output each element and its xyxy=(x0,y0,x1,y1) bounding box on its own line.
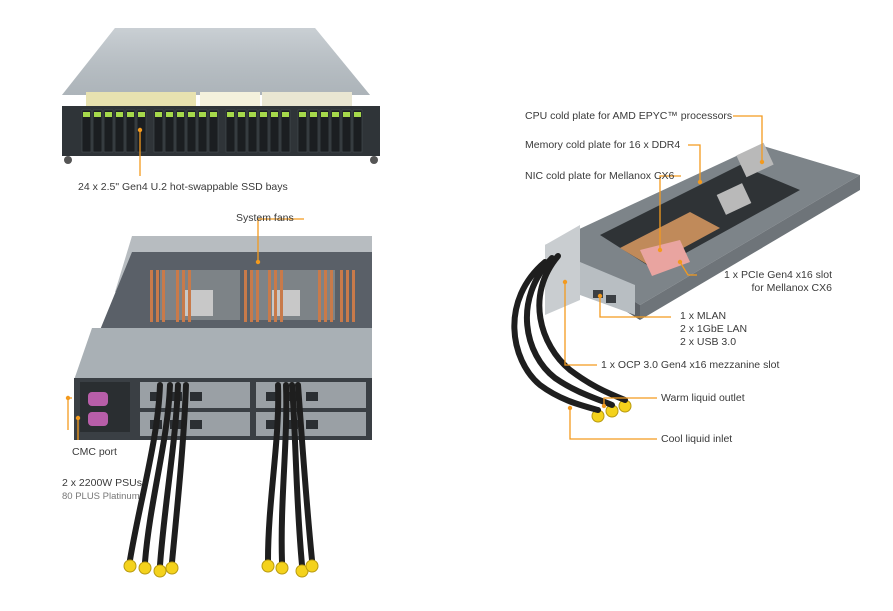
liquid-hoses-right xyxy=(511,253,628,413)
nic-cold-plate-label: NIC cold plate for Mellanox CX6 xyxy=(525,170,675,182)
lan-label: 2 x 1GbE LAN xyxy=(680,323,748,335)
liquid-hoses-left xyxy=(127,382,315,568)
server-front-view xyxy=(62,28,380,164)
pcie-slot-sublabel: for Mellanox CX6 xyxy=(751,282,832,294)
ocp-slot-label: 1 x OCP 3.0 Gen4 x16 mezzanine slot xyxy=(601,359,780,371)
callout-dots xyxy=(65,127,765,421)
psus-label: 2 x 2200W PSUs xyxy=(62,477,142,489)
server-rear-view xyxy=(74,236,372,440)
cool-inlet-label: Cool liquid inlet xyxy=(661,433,733,445)
psus-sublabel: 80 PLUS Platinum xyxy=(62,491,140,502)
system-fans-label: System fans xyxy=(236,212,294,224)
mlan-label: 1 x MLAN xyxy=(680,310,727,322)
drive-bays xyxy=(81,109,363,153)
warm-outlet-label: Warm liquid outlet xyxy=(661,392,745,404)
pcie-slot-label: 1 x PCIe Gen4 x16 slot xyxy=(724,269,832,281)
ssd-bays-label: 24 x 2.5" Gen4 U.2 hot-swappable SSD bay… xyxy=(78,181,288,193)
cmc-port-label: CMC port xyxy=(72,446,117,458)
callout-lines xyxy=(67,115,763,440)
cpu-cold-plate-label: CPU cold plate for AMD EPYC™ processors xyxy=(525,110,733,122)
memory-cold-plate-label: Memory cold plate for 16 x DDR4 xyxy=(525,139,681,151)
usb-label: 2 x USB 3.0 xyxy=(680,336,737,348)
compute-node xyxy=(545,142,860,320)
